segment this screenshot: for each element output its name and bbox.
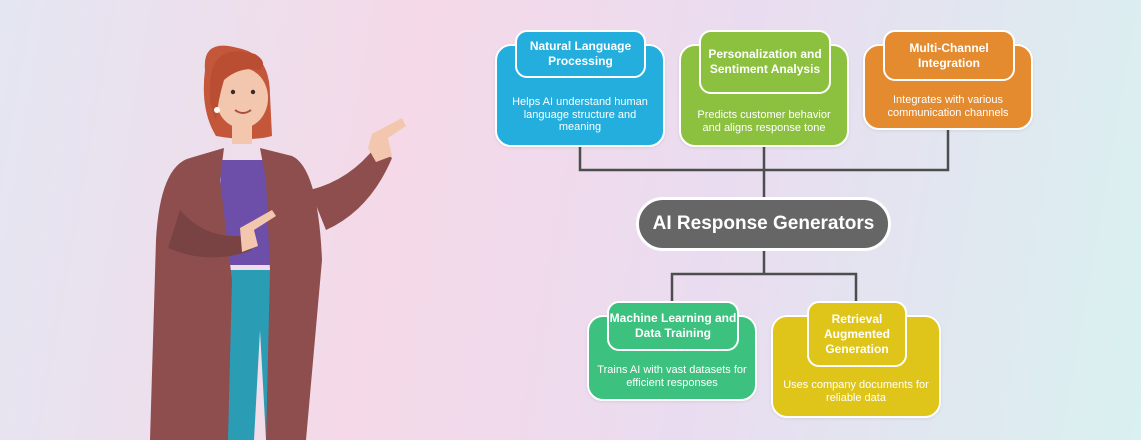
card-title: Retrieval Augmented Generation	[807, 301, 907, 367]
card-description: Trains AI with vast datasets for efficie…	[597, 364, 747, 389]
card-title: Personalization and Sentiment Analysis	[699, 30, 831, 94]
card-natural-language-processing: Natural Language Processing Helps AI und…	[495, 30, 665, 147]
card-description: Helps AI understand human language struc…	[512, 96, 648, 133]
connector-bottom	[670, 251, 858, 305]
card-description: Uses company documents for reliable data	[783, 379, 929, 404]
card-title: Machine Learning and Data Training	[607, 301, 739, 351]
card-title: Natural Language Processing	[515, 30, 646, 78]
card-retrieval-augmented-generation: Retrieval Augmented Generation Uses comp…	[771, 301, 941, 418]
card-description: Predicts customer behavior and aligns re…	[697, 109, 831, 134]
center-node: AI Response Generators	[636, 197, 891, 251]
card-title: Multi-Channel Integration	[883, 30, 1015, 81]
woman-pointing-illustration	[150, 45, 406, 440]
card-machine-learning: Machine Learning and Data Training Train…	[587, 301, 757, 401]
card-personalization-sentiment: Personalization and Sentiment Analysis P…	[679, 30, 849, 147]
card-description: Integrates with various communication ch…	[887, 94, 1009, 119]
connector-top	[578, 128, 950, 197]
card-multi-channel-integration: Multi-Channel Integration Integrates wit…	[863, 30, 1033, 130]
